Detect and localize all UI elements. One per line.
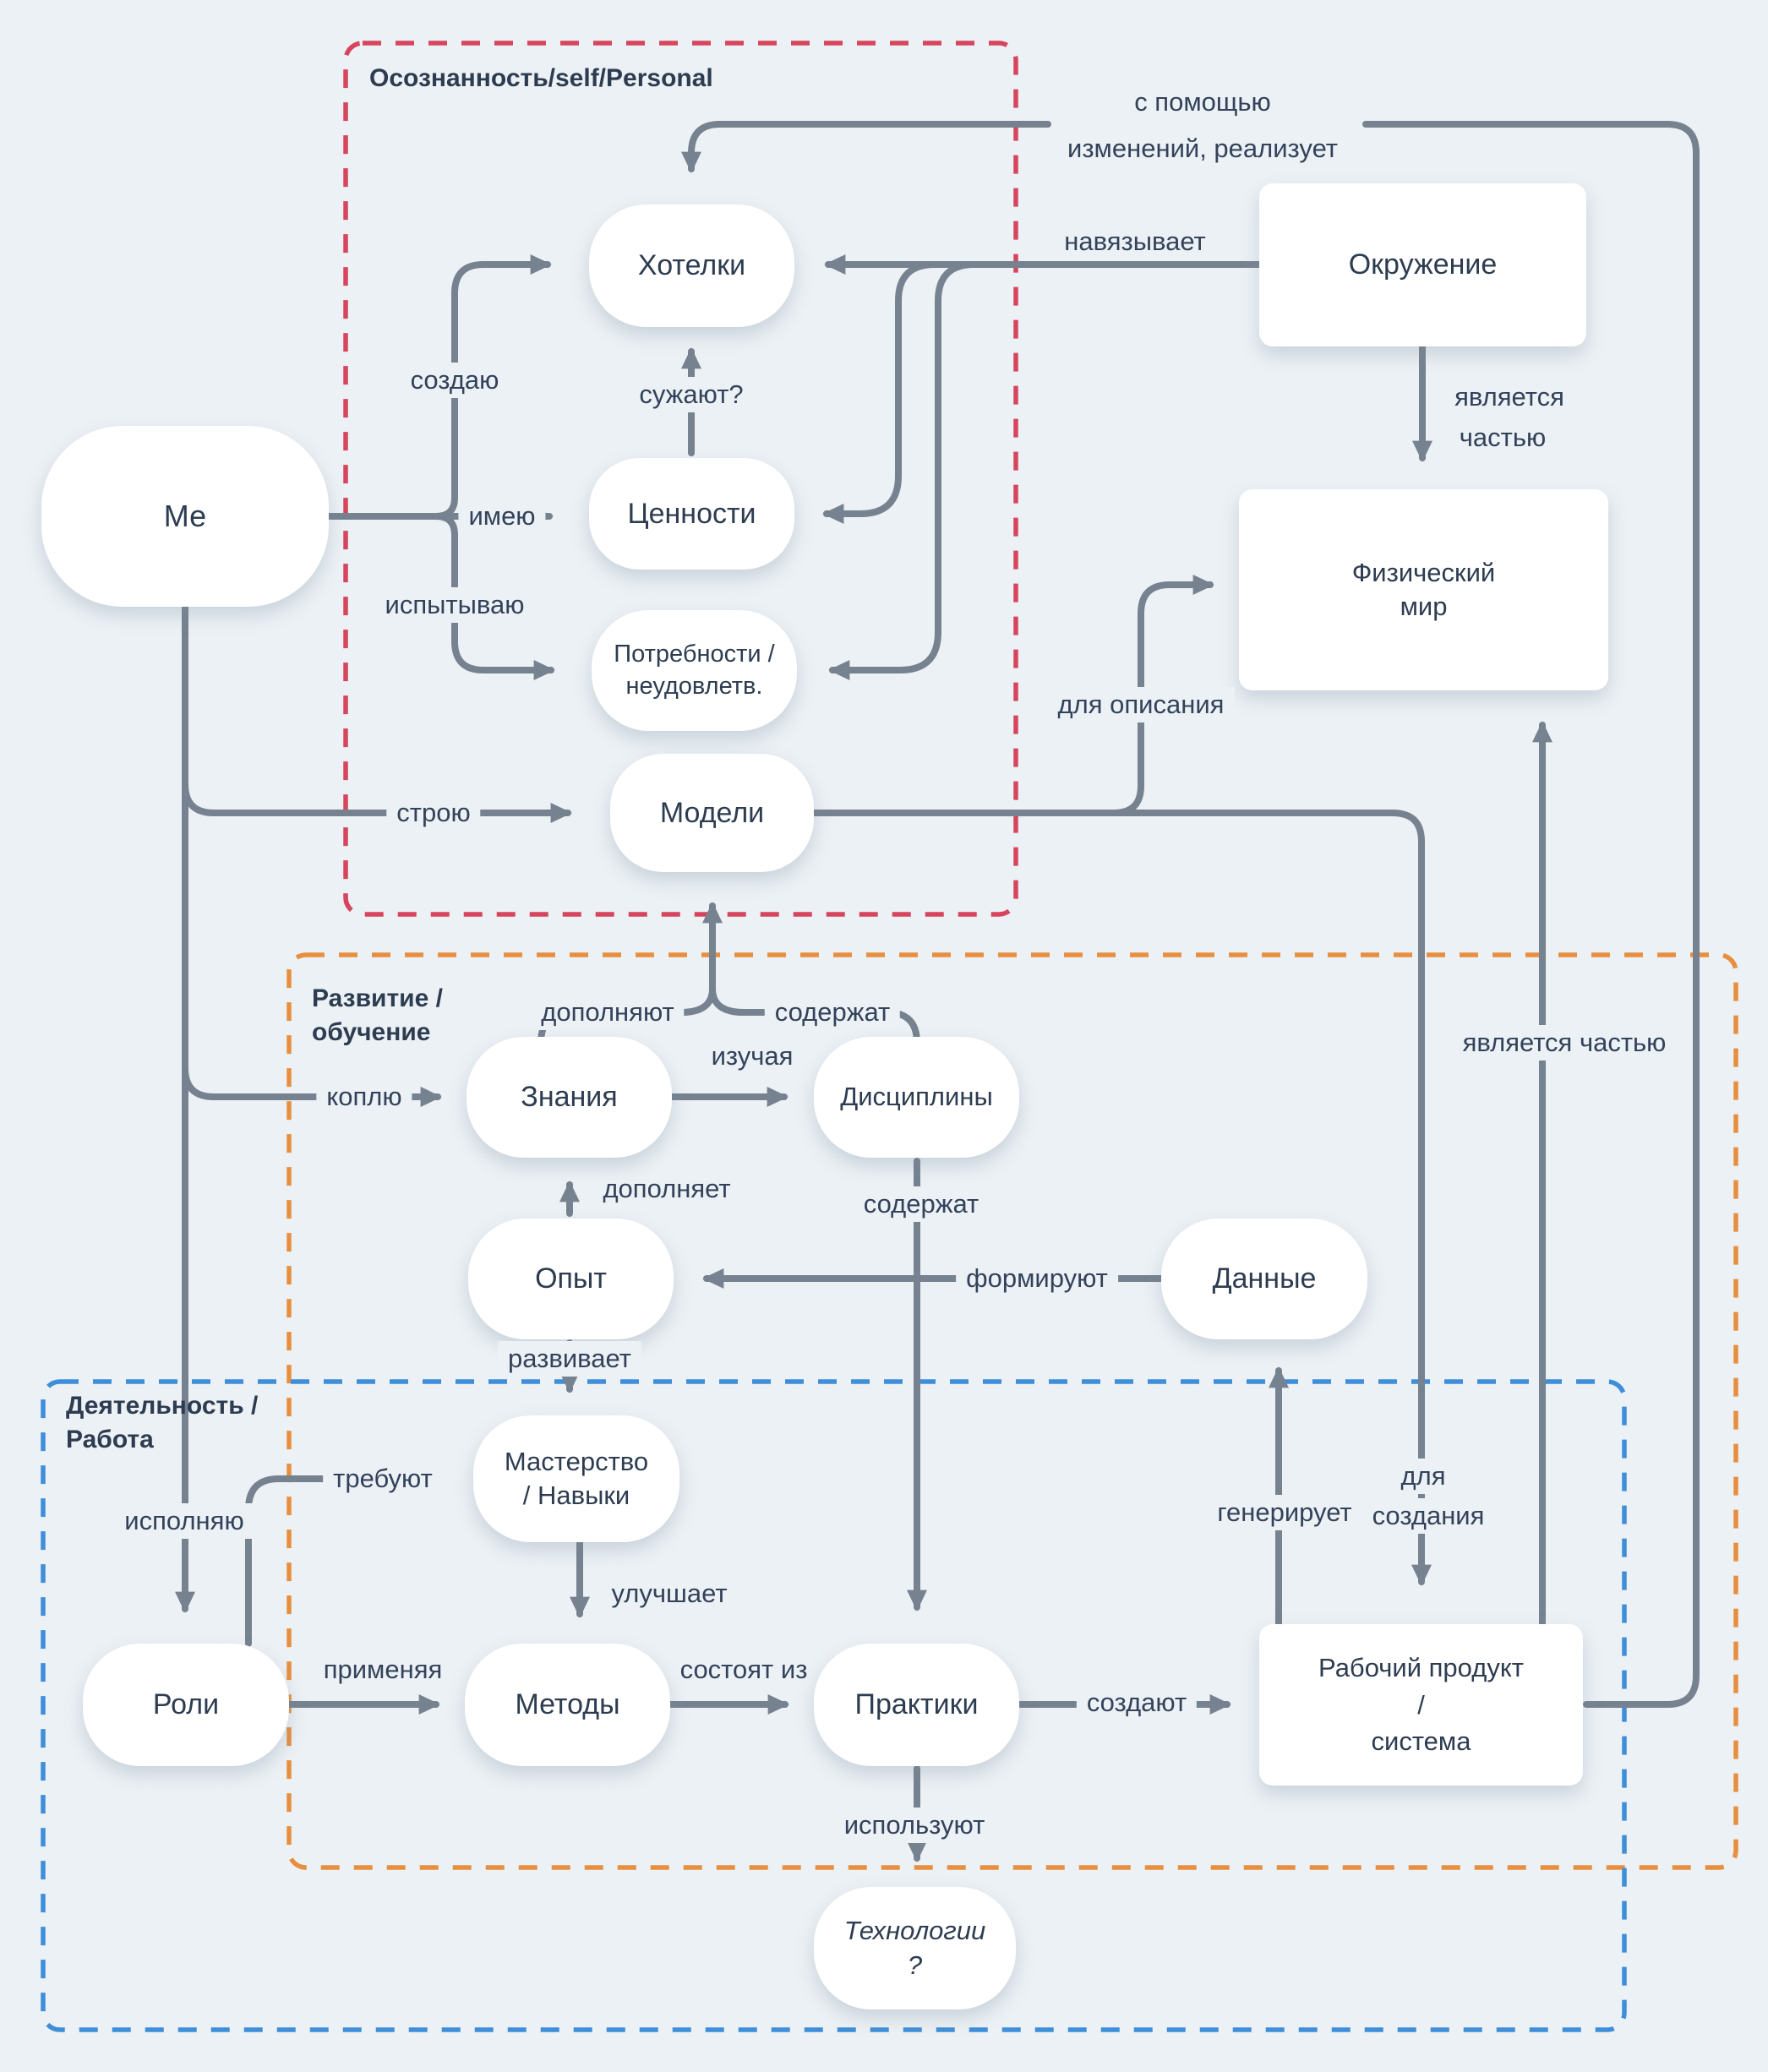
edge-label-formiruyut: формируют [956,1261,1118,1296]
edge-product-realizes-hotelki-a [1362,121,1700,1708]
node-roli[interactable]: Роли [83,1644,289,1766]
group-title-work-2: Работа [66,1426,154,1453]
node-discipliny[interactable]: Дисциплины [814,1037,1019,1158]
edge-label-koplyu: коплю [316,1079,412,1115]
edge-roli-trebuyut-masterstvo [245,1469,440,1647]
node-tech[interactable]: Технологии ? [814,1887,1016,2009]
node-modeli[interactable]: Модели [610,754,814,872]
node-okruzhenie[interactable]: Окружение [1259,183,1586,346]
edge-label-for-creation-1: для [1390,1459,1456,1494]
node-fizmir[interactable]: Физический мир [1239,489,1608,690]
node-znania[interactable]: Знания [467,1037,672,1158]
edge-label-part-of-right: является частью [1452,1025,1677,1061]
edge-modeli-dlya-opisaniya-fizmir [1110,575,1214,816]
node-me[interactable]: Ме [41,426,329,607]
edge-me-koplyu-znania [182,1065,442,1107]
edge-okruzhenie-navyazyvaet-cennosti [822,261,938,524]
edge-product-realizes-hotelki-b [681,121,1051,173]
edge-label-generiruet: генерирует [1207,1495,1362,1530]
edge-label-part-of-top-1: является [1454,382,1564,412]
node-praktiki[interactable]: Практики [814,1644,1019,1766]
edge-label-primenyaya: применяя [323,1655,443,1684]
group-box-development [286,952,1738,1870]
node-metody[interactable]: Методы [465,1644,670,1766]
edge-label-stroyu: строю [386,795,481,831]
node-cennosti[interactable]: Ценности [589,458,794,570]
edge-label-for-description: для описания [1047,687,1235,722]
group-title-development-2: обучение [312,1018,431,1046]
edge-label-sozdayut: создают [1076,1685,1198,1720]
edge-label-soderzhat-fork: содержат [764,995,901,1030]
edge-label-suzhayut: сужают? [629,377,754,412]
edge-label-ispolnyayu: исполняю [114,1503,254,1539]
edge-label-imeyu: имею [458,499,546,534]
node-potrebnosti[interactable]: Потребности / неудовлетв. [592,610,797,731]
edge-label-sozdayu: создаю [400,363,510,398]
edge-label-realizes-2: изменений, реализует [1067,134,1338,163]
edge-label-ispytyvayu: испытываю [374,587,535,623]
group-title-work-1: Деятельность / [66,1392,259,1420]
node-masterstvo[interactable]: Мастерство / Навыки [473,1415,679,1542]
edge-label-imposes: навязывает [1064,226,1206,256]
group-title-development-1: Развитие / [312,984,443,1012]
edge-label-ispolzuyut: используют [833,1808,996,1843]
edge-label-uluchshaet: улучшает [611,1579,728,1608]
node-opyt[interactable]: Опыт [468,1219,674,1339]
edge-label-sostoyat-iz: состоят из [679,1655,808,1684]
edge-label-dopolnyayut: дополняют [531,995,685,1030]
edge-me-stroyu-modeli [182,781,572,823]
edge-label-razvivaet: развивает [498,1341,641,1377]
group-title-personal: Осознанность/self/Personal [369,64,713,92]
node-dannye[interactable]: Данные [1161,1219,1367,1339]
edge-me-ispytyvayu-potrebnosti [433,513,555,680]
edge-me-sozdayu-hotelki [433,254,552,520]
node-product[interactable]: Рабочий продукт / система [1259,1624,1583,1786]
edge-label-for-creation-2: создания [1361,1498,1495,1534]
edge-label-soderzhat-down: содержат [853,1186,990,1222]
edge-label-realizes-1: с помощью [1134,87,1271,117]
edge-label-part-of-top-2: частью [1459,423,1547,452]
node-hotelki[interactable]: Хотелки [589,204,794,327]
edge-label-dopolnyaet: дополняет [603,1174,731,1203]
edge-label-izuchaya: изучая [711,1041,794,1071]
group-box-personal [343,41,1018,917]
edge-label-trebuyut: требуют [323,1461,443,1497]
edge-modeli-dlya-sozdaniya-product [810,810,1432,1586]
edge-okruzhenie-navyazyvaet-potrebnosti [828,261,978,680]
